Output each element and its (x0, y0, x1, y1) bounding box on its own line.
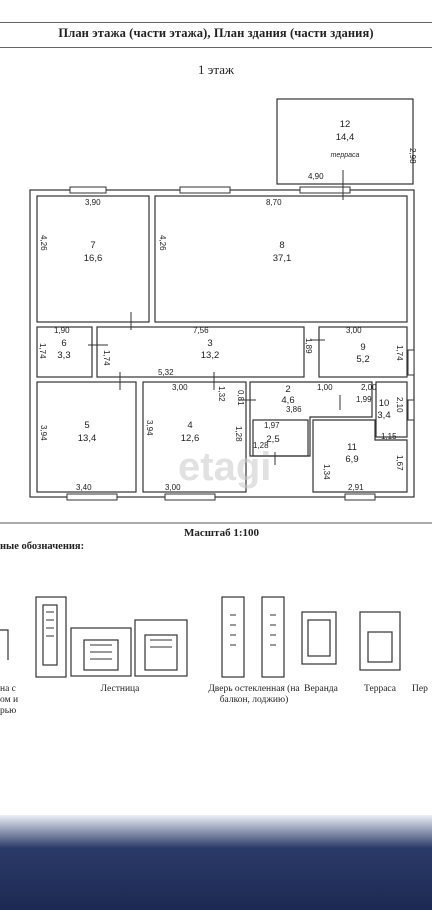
legend-hatching (46, 611, 276, 660)
dim-label: 1,74 (102, 350, 111, 366)
dim-label: 1,74 (38, 343, 47, 359)
dim-label: 2,98 (408, 148, 417, 164)
room-9-wall (318, 326, 408, 378)
dimension-labels: 3,90 8,70 4,90 2,98 4,26 4,26 1,90 7,56 … (38, 148, 417, 492)
dim-label: 1,34 (322, 464, 331, 480)
room-8-wall (154, 195, 408, 323)
dim-label: 7,56 (193, 326, 209, 335)
room-12-note: терраса (331, 152, 360, 159)
room-6-number: 6 (61, 338, 66, 349)
room-5-wall (36, 381, 137, 493)
doors (88, 170, 344, 465)
dim-label: 1,28 (253, 441, 269, 450)
room-10-number: 10 (379, 398, 390, 409)
room-7-number: 7 (90, 240, 95, 251)
scale-label: Масштаб 1:100 (184, 527, 260, 539)
room-9-number: 9 (360, 342, 365, 353)
dim-label: 3,00 (346, 326, 362, 335)
dim-label: 1,67 (395, 455, 404, 471)
floor-label: 1 этаж (198, 62, 234, 77)
room-7-wall (36, 195, 150, 323)
dim-label: 1,28 (234, 426, 243, 442)
dim-label: 1,00 (317, 383, 333, 392)
door-symbol-2 (261, 596, 285, 678)
room-6-area: 3,3 (57, 350, 70, 361)
legend-stairs-caption: Лестница (100, 684, 140, 694)
dim-label: 4,26 (39, 235, 48, 251)
room-10-area: 3,4 (377, 410, 390, 421)
background-fabric (0, 815, 432, 910)
room-12-area: 14,4 (336, 132, 355, 143)
dim-label: 3,90 (85, 198, 101, 207)
dim-label: 2,91 (348, 483, 364, 492)
room-7-area: 16,6 (84, 253, 103, 264)
dim-label: 8,70 (266, 198, 282, 207)
dim-label: 3,00 (172, 383, 188, 392)
room-11-area: 6,9 (345, 454, 358, 465)
legend-door-caption: Дверь остекленная (на балкон, лоджию) (208, 684, 300, 705)
dim-label: 0,81 (236, 390, 245, 406)
legend-symbol-partial (0, 629, 9, 660)
room-11-wall (312, 419, 408, 493)
room-5-number: 5 (84, 420, 89, 431)
room-11-number: 11 (347, 442, 357, 453)
room-small-label: 2,5 (266, 434, 279, 445)
dim-label: 3,40 (76, 483, 92, 492)
watermark: etagi (178, 445, 272, 489)
legend-title: ные обозначения: (0, 541, 85, 552)
room-8-number: 8 (279, 240, 284, 251)
veranda-symbol (301, 611, 337, 665)
terrace-symbol (359, 611, 401, 671)
dim-label: 1,15 (381, 432, 397, 441)
room-small-wall (252, 419, 309, 457)
dim-label: 2,00 (361, 383, 377, 392)
dim-label: 3,94 (39, 425, 48, 441)
room-3-area: 13,2 (201, 350, 220, 361)
room-12-number: 12 (340, 119, 351, 130)
dim-label: 1,99 (356, 395, 372, 404)
room-10-wall (375, 381, 408, 438)
room-8-area: 37,1 (273, 253, 292, 264)
dim-label: 2,10 (395, 397, 404, 413)
stairs-symbol-3 (134, 619, 188, 677)
dim-label: 3,86 (286, 405, 302, 414)
legend-left-line: на с (0, 684, 16, 694)
legend-left-line: ом и (0, 695, 19, 705)
windows (66, 186, 415, 501)
legend-left-line: рью (0, 706, 17, 716)
stairs-symbol-1 (35, 596, 67, 678)
terrace-outline (276, 98, 414, 185)
dim-label: 1,97 (264, 421, 280, 430)
dim-label: 1,32 (217, 386, 226, 402)
room-4-area: 12,6 (181, 433, 200, 444)
room-2-wall (249, 381, 373, 457)
plan-title: План этажа (части этажа), План здания (ч… (58, 26, 374, 40)
legend-veranda-caption: Веранда (304, 684, 338, 694)
room-5-area: 13,4 (78, 433, 97, 444)
dim-label: 1,74 (395, 345, 404, 361)
stairs-symbol-2 (70, 627, 132, 677)
legend-terrace-caption: Терраса (364, 684, 396, 694)
room-3-wall (96, 326, 305, 378)
room-6-wall (36, 326, 93, 378)
room-4-number: 4 (187, 420, 192, 431)
room-4-wall (142, 381, 247, 493)
dim-label: 4,26 (158, 235, 167, 251)
dim-label: 1,90 (54, 326, 70, 335)
legend-left-caption: на с ом и рью (0, 684, 22, 717)
room-3-number: 3 (207, 338, 212, 349)
dim-label: 1,89 (304, 338, 313, 354)
door-symbol-1 (221, 596, 245, 678)
room-9-area: 5,2 (356, 354, 369, 365)
room-2-area: 4,6 (281, 395, 294, 406)
room-2-number: 2 (285, 384, 290, 395)
dim-label: 4,90 (308, 172, 324, 181)
legend-right-caption: Пер (412, 684, 428, 694)
legend-symbols (0, 596, 401, 678)
plan-header: План этажа (части этажа), План здания (ч… (0, 22, 432, 48)
dim-label: 5,32 (158, 368, 174, 377)
dim-label: 3,00 (165, 483, 181, 492)
dim-label: 3,94 (145, 420, 154, 436)
